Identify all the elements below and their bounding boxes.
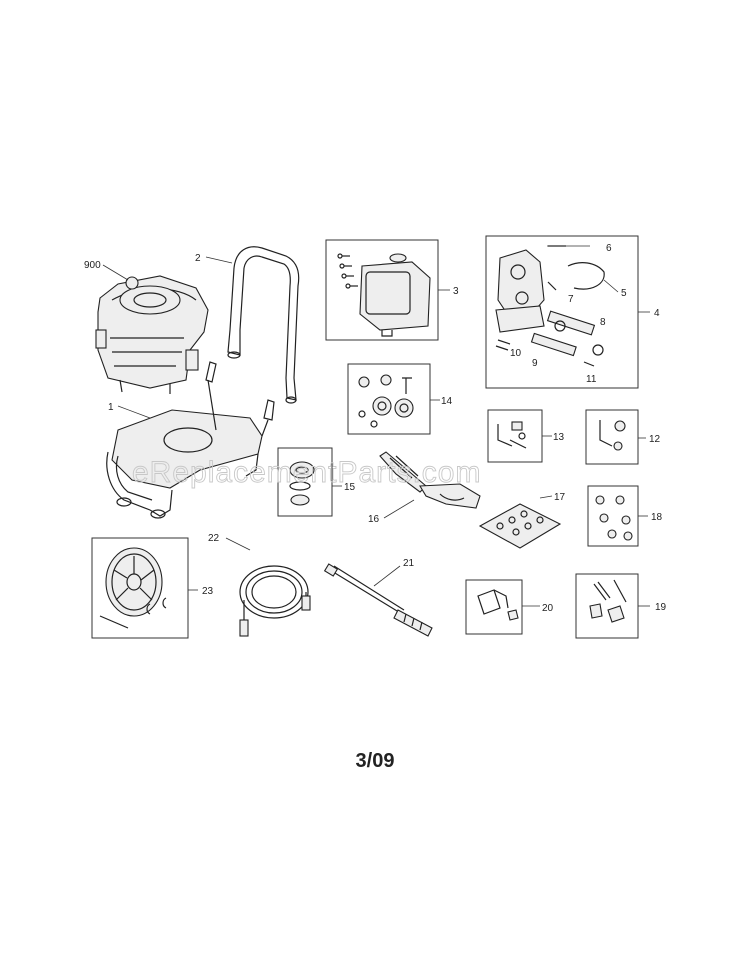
box-part-14 [347, 363, 431, 435]
frame-part-1 [106, 361, 275, 519]
callout-2: 2 [195, 253, 201, 264]
callout-12: 12 [649, 434, 661, 445]
hardware-kit-part-14 [358, 374, 414, 428]
callout-3: 3 [453, 286, 459, 297]
date-code: 3/09 [355, 750, 395, 772]
pump-assembly-part-4 [495, 245, 605, 367]
callout-7: 7 [568, 294, 574, 305]
callout-900: 900 [84, 260, 101, 271]
callout-18: 18 [651, 512, 663, 523]
axle-part-12 [599, 420, 626, 451]
wheel-part-23 [99, 547, 167, 629]
bracket-part-20 [477, 589, 519, 621]
hose-part-22 [239, 565, 311, 637]
spray-gun-part-16 [379, 451, 481, 509]
hardware-part-18 [595, 495, 633, 541]
callout-5: 5 [621, 288, 627, 299]
box-part-19 [575, 573, 639, 639]
watermark: eReplacementParts.com [132, 456, 481, 489]
fuel-tank-part-3 [337, 253, 431, 337]
callout-15: 15 [344, 482, 356, 493]
callout-19: 19 [655, 602, 667, 613]
engine-part-900 [95, 275, 209, 394]
seal-kit-part-15 [289, 461, 315, 506]
callout-9: 9 [532, 358, 538, 369]
callout-10: 10 [510, 348, 522, 359]
callout-17: 17 [554, 492, 566, 503]
handle-part-2 [227, 246, 300, 404]
callout-14: 14 [441, 396, 453, 407]
callout-16: 16 [368, 514, 380, 525]
box-part-13 [487, 409, 543, 463]
callout-20: 20 [542, 603, 554, 614]
callout-1: 1 [108, 402, 114, 413]
callout-13: 13 [553, 432, 565, 443]
callout-4: 4 [654, 308, 660, 319]
spray-wand-part-21 [323, 563, 433, 637]
hardware-part-19 [589, 579, 627, 623]
callout-23: 23 [202, 586, 214, 597]
callout-21: 21 [403, 558, 415, 569]
box-part-12 [585, 409, 639, 465]
axle-kit-part-13 [497, 421, 527, 449]
nozzle-kit-part-17 [478, 503, 562, 549]
box-part-20 [465, 579, 523, 635]
callout-6: 6 [606, 243, 612, 254]
callout-8: 8 [600, 317, 606, 328]
callout-22: 22 [208, 533, 220, 544]
callout-11: 11 [586, 374, 597, 385]
